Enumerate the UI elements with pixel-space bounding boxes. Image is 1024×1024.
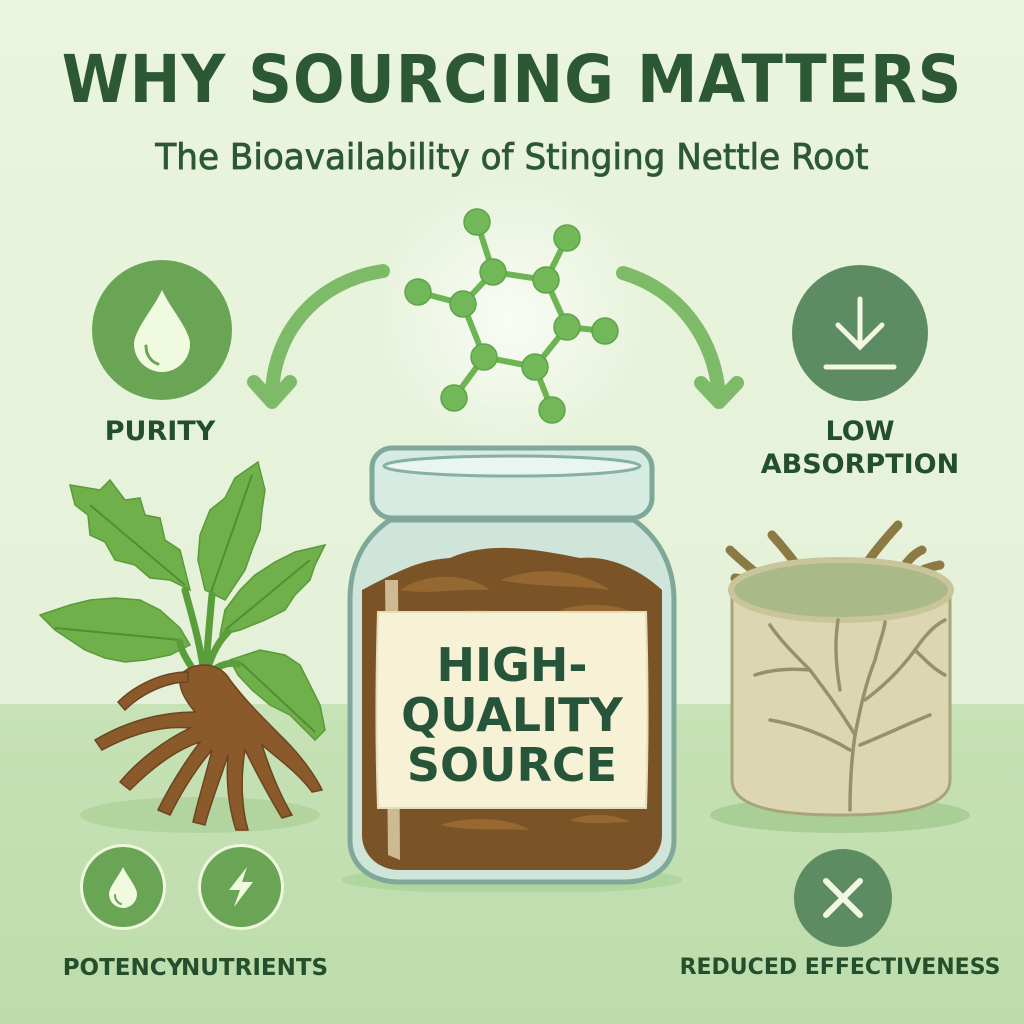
nutrients-badge (201, 847, 281, 927)
left-curved-arrow-icon (247, 264, 390, 409)
water-drop-icon (109, 867, 137, 908)
reduced-effectiveness-label: REDUCED EFFECTIVENESS (679, 955, 1001, 980)
potency-label: POTENCY (62, 955, 184, 981)
purity-label: PURITY (104, 416, 216, 447)
page-title: WHY SOURCING MATTERS (61, 41, 963, 118)
low-absorption-badge (792, 265, 928, 401)
nutrients-label: NUTRIENTS (181, 955, 329, 981)
potency-badge (83, 847, 163, 927)
nettle-plant-illustration (38, 460, 327, 833)
jar-label-line1: HIGH- (436, 638, 588, 692)
purity-badge (92, 260, 232, 400)
jar-label-line2: QUALITY (401, 688, 623, 742)
x-mark-icon (823, 878, 863, 918)
water-drop-icon (134, 290, 190, 372)
reduced-effectiveness-badge (794, 849, 892, 947)
lightning-bolt-icon (229, 867, 253, 907)
right-curved-arrow-icon (616, 266, 744, 409)
jar-label-line3: SOURCE (406, 738, 618, 792)
low-absorption-label-line2: ABSORPTION (760, 449, 960, 480)
low-absorption-label-line1: LOW (825, 416, 895, 447)
download-arrow-icon (823, 296, 897, 370)
cracked-pot-illustration (710, 520, 970, 833)
page-subtitle: The Bioavailability of Stinging Nettle R… (155, 137, 869, 179)
glass-jar-illustration (342, 445, 682, 892)
